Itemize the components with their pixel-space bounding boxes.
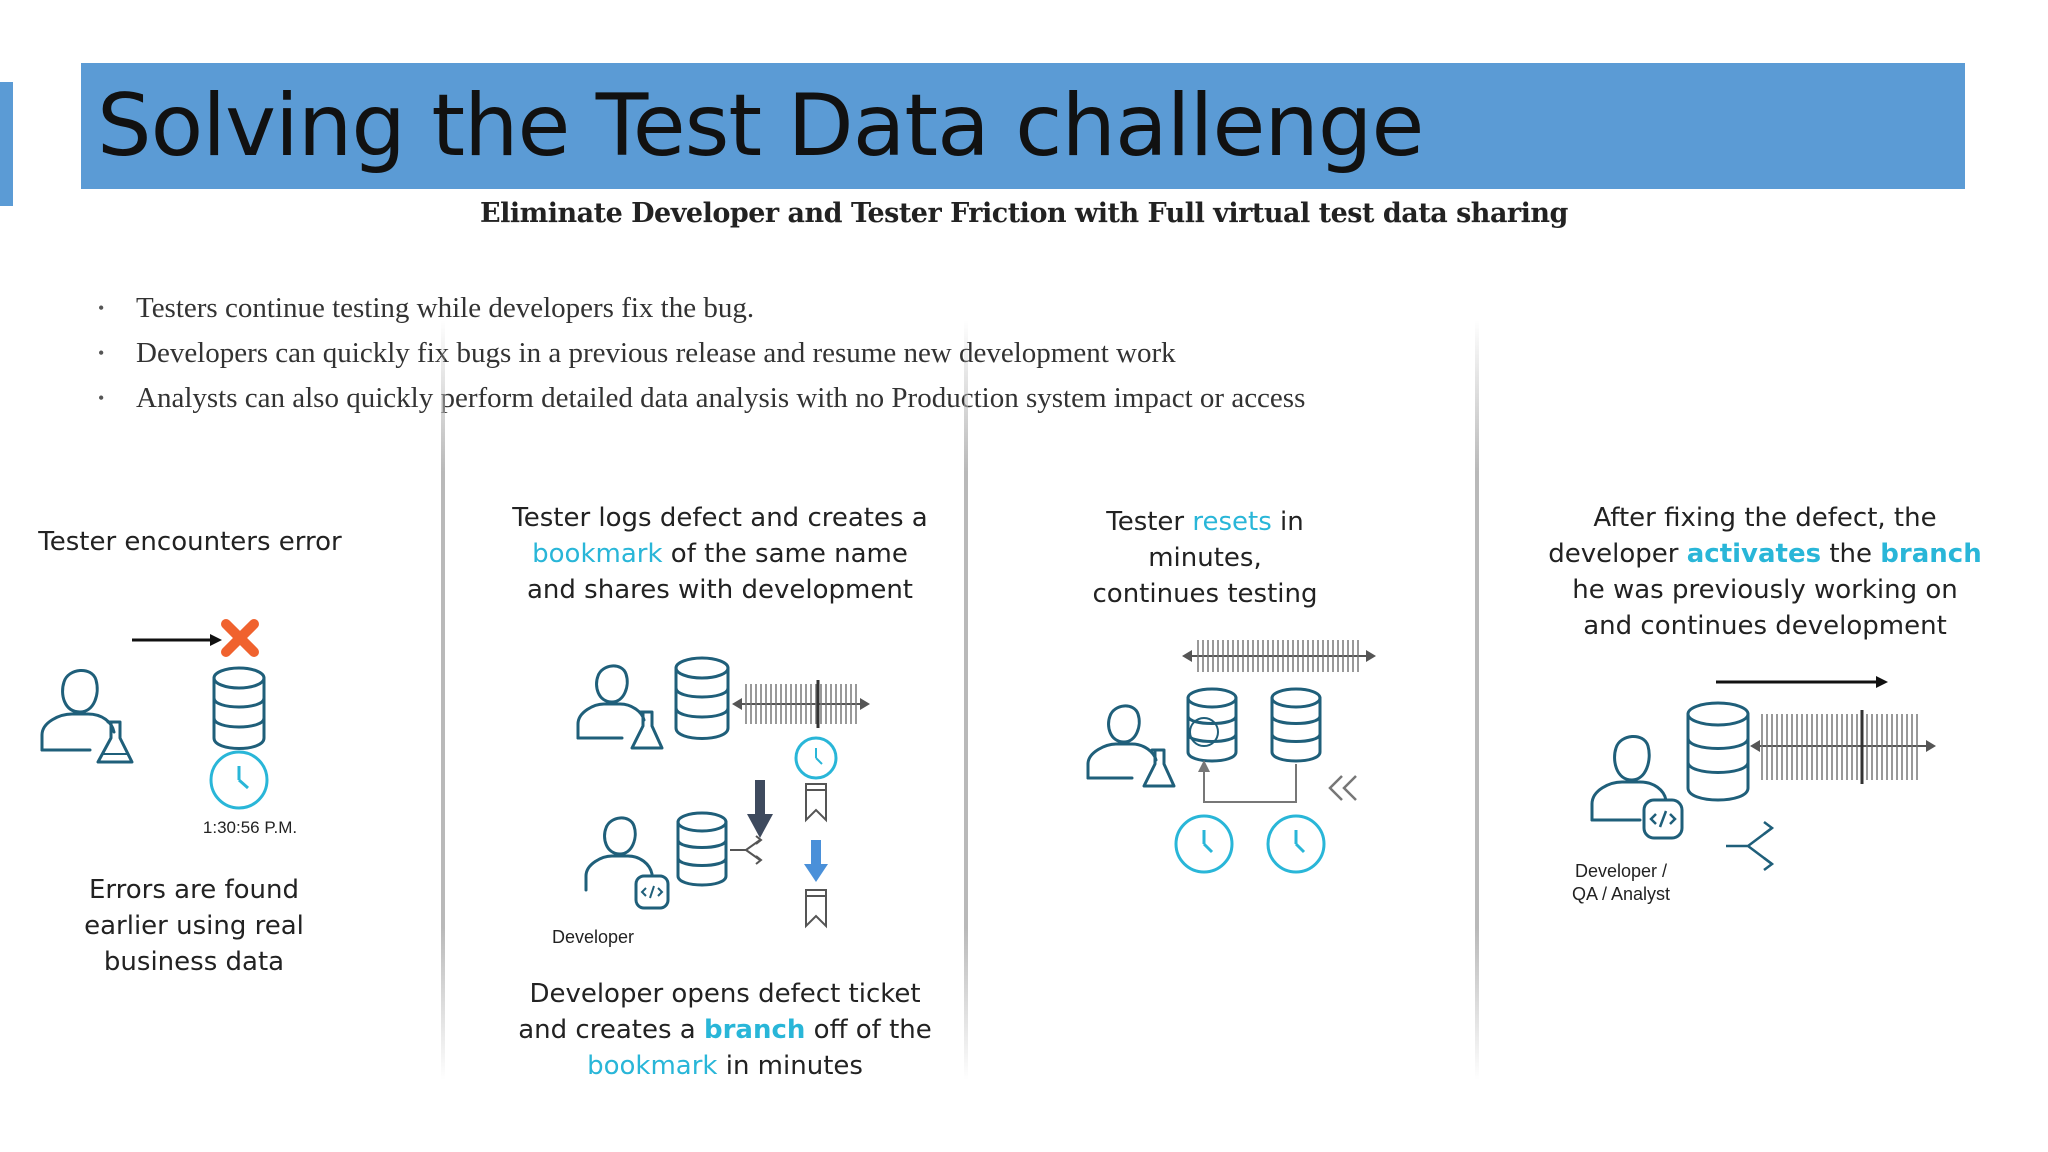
database-icon bbox=[1186, 687, 1238, 763]
developer-icon bbox=[1590, 735, 1684, 840]
panel1-top-caption: Tester encounters error bbox=[20, 524, 360, 560]
caption-text: Tester encounters error bbox=[38, 527, 342, 557]
caption-text: Tester bbox=[1106, 507, 1193, 537]
clock-icon bbox=[1174, 814, 1234, 874]
caption-line: After fixing the defect, the bbox=[1593, 503, 1937, 533]
caption-line: minutes, bbox=[1148, 543, 1262, 573]
caption-line: business data bbox=[103, 947, 285, 977]
caption-line: Errors are found bbox=[88, 875, 300, 905]
branch-icon bbox=[730, 835, 763, 865]
database-icon bbox=[1686, 701, 1750, 802]
bullet-text: Testers continue testing while developer… bbox=[136, 292, 755, 324]
caption-line: earlier using real bbox=[84, 911, 304, 941]
panel2-illustration bbox=[576, 656, 870, 929]
slide-title: Solving the Test Data challenge bbox=[97, 76, 1424, 176]
caption-text: and creates a bbox=[518, 1015, 704, 1045]
rewind-icon bbox=[1328, 775, 1357, 801]
panel4-caption: After fixing the defect, the developer a… bbox=[1540, 500, 1990, 644]
left-accent-bar bbox=[0, 82, 13, 206]
timeline-icon bbox=[1182, 640, 1376, 672]
error-x-icon bbox=[221, 619, 259, 657]
reset-arrow-icon bbox=[1198, 760, 1297, 803]
panel2-bottom-caption: Developer opens defect ticket and create… bbox=[500, 976, 950, 1084]
slide-subtitle: Eliminate Developer and Tester Friction … bbox=[480, 198, 1568, 229]
caption-text: in minutes bbox=[717, 1051, 863, 1081]
error-timestamp: 1:30:56 P.M. bbox=[202, 818, 298, 837]
panel3-illustration bbox=[1086, 640, 1376, 874]
branch-highlight: branch bbox=[1880, 539, 1982, 569]
resets-highlight: resets bbox=[1192, 507, 1272, 537]
panel4-illustration bbox=[1590, 676, 1936, 871]
caption-line: Developer opens defect ticket bbox=[529, 979, 921, 1009]
branch-highlight: branch bbox=[703, 1015, 806, 1045]
activates-highlight: activates bbox=[1686, 539, 1822, 569]
panel3-caption: Tester resets in minutes, continues test… bbox=[1060, 504, 1350, 612]
database-icon bbox=[1270, 687, 1322, 763]
role-line: Developer / bbox=[1574, 861, 1668, 881]
arrow-right-icon bbox=[132, 634, 222, 646]
role-line: QA / Analyst bbox=[1571, 884, 1671, 904]
bullet-dot-icon: • bbox=[98, 343, 105, 363]
database-icon bbox=[676, 811, 728, 887]
clock-icon bbox=[1266, 814, 1326, 874]
role-label: Developer / QA / Analyst bbox=[1566, 860, 1676, 906]
database-icon bbox=[674, 656, 730, 740]
timeline-icon bbox=[1750, 710, 1936, 784]
bullet-item: • Analysts can also quickly perform detai… bbox=[92, 376, 1305, 421]
developer-icon bbox=[584, 816, 670, 910]
tester-icon bbox=[1086, 704, 1176, 788]
arrow-down-icon bbox=[747, 780, 773, 838]
caption-line: bookmark in minutes bbox=[500, 1048, 950, 1084]
caption-line: and creates a branch off of the bbox=[500, 1012, 950, 1048]
panel-divider bbox=[964, 320, 968, 1080]
tester-icon bbox=[576, 664, 664, 750]
bookmark-highlight: bookmark bbox=[532, 539, 663, 569]
caption-line: Tester logs defect and creates a bbox=[512, 503, 928, 533]
bullet-dot-icon: • bbox=[98, 298, 105, 318]
bullet-dot-icon: • bbox=[98, 388, 105, 408]
bookmark-icon bbox=[805, 889, 827, 929]
caption-text: developer bbox=[1548, 539, 1687, 569]
bullet-list: • Testers continue testing while develope… bbox=[92, 286, 1305, 421]
bullet-text: Developers can quickly fix bugs in a pre… bbox=[136, 337, 1176, 369]
caption-text: the bbox=[1821, 539, 1881, 569]
bullet-text: Analysts can also quickly perform detail… bbox=[136, 382, 1306, 414]
arrow-down-icon bbox=[804, 840, 828, 882]
caption-text: of the same name bbox=[662, 539, 908, 569]
panel-divider bbox=[441, 320, 445, 1080]
tester-icon bbox=[40, 669, 134, 764]
title-bar: Solving the Test Data challenge bbox=[81, 63, 1965, 189]
caption-text: off of the bbox=[805, 1015, 932, 1045]
timeline-icon bbox=[732, 680, 870, 728]
panel1-illustration bbox=[40, 619, 269, 810]
bullet-item: • Developers can quickly fix bugs in a pr… bbox=[92, 331, 1305, 376]
caption-line: he was previously working on bbox=[1572, 575, 1958, 605]
caption-line: Tester resets in bbox=[1060, 504, 1350, 540]
clock-icon bbox=[209, 750, 269, 810]
caption-line: and shares with development bbox=[526, 575, 913, 605]
caption-line: continues testing bbox=[1092, 579, 1318, 609]
developer-label: Developer bbox=[552, 927, 635, 947]
caption-text: in bbox=[1271, 507, 1304, 537]
arrow-right-icon bbox=[1716, 676, 1888, 688]
bookmark-highlight: bookmark bbox=[587, 1051, 718, 1081]
caption-line: bookmark of the same name bbox=[500, 536, 940, 572]
bullet-item: • Testers continue testing while develope… bbox=[92, 286, 1305, 331]
bookmark-icon bbox=[805, 783, 827, 823]
panel2-top-caption: Tester logs defect and creates a bookmar… bbox=[500, 500, 940, 608]
caption-line: and continues development bbox=[1583, 611, 1947, 641]
panel-divider bbox=[1475, 320, 1479, 1080]
caption-line: developer activates the branch bbox=[1540, 536, 1990, 572]
clock-icon bbox=[794, 736, 838, 780]
branch-icon bbox=[1726, 821, 1775, 871]
panel1-bottom-caption: Errors are found earlier using real busi… bbox=[44, 872, 344, 980]
database-icon bbox=[212, 666, 266, 750]
